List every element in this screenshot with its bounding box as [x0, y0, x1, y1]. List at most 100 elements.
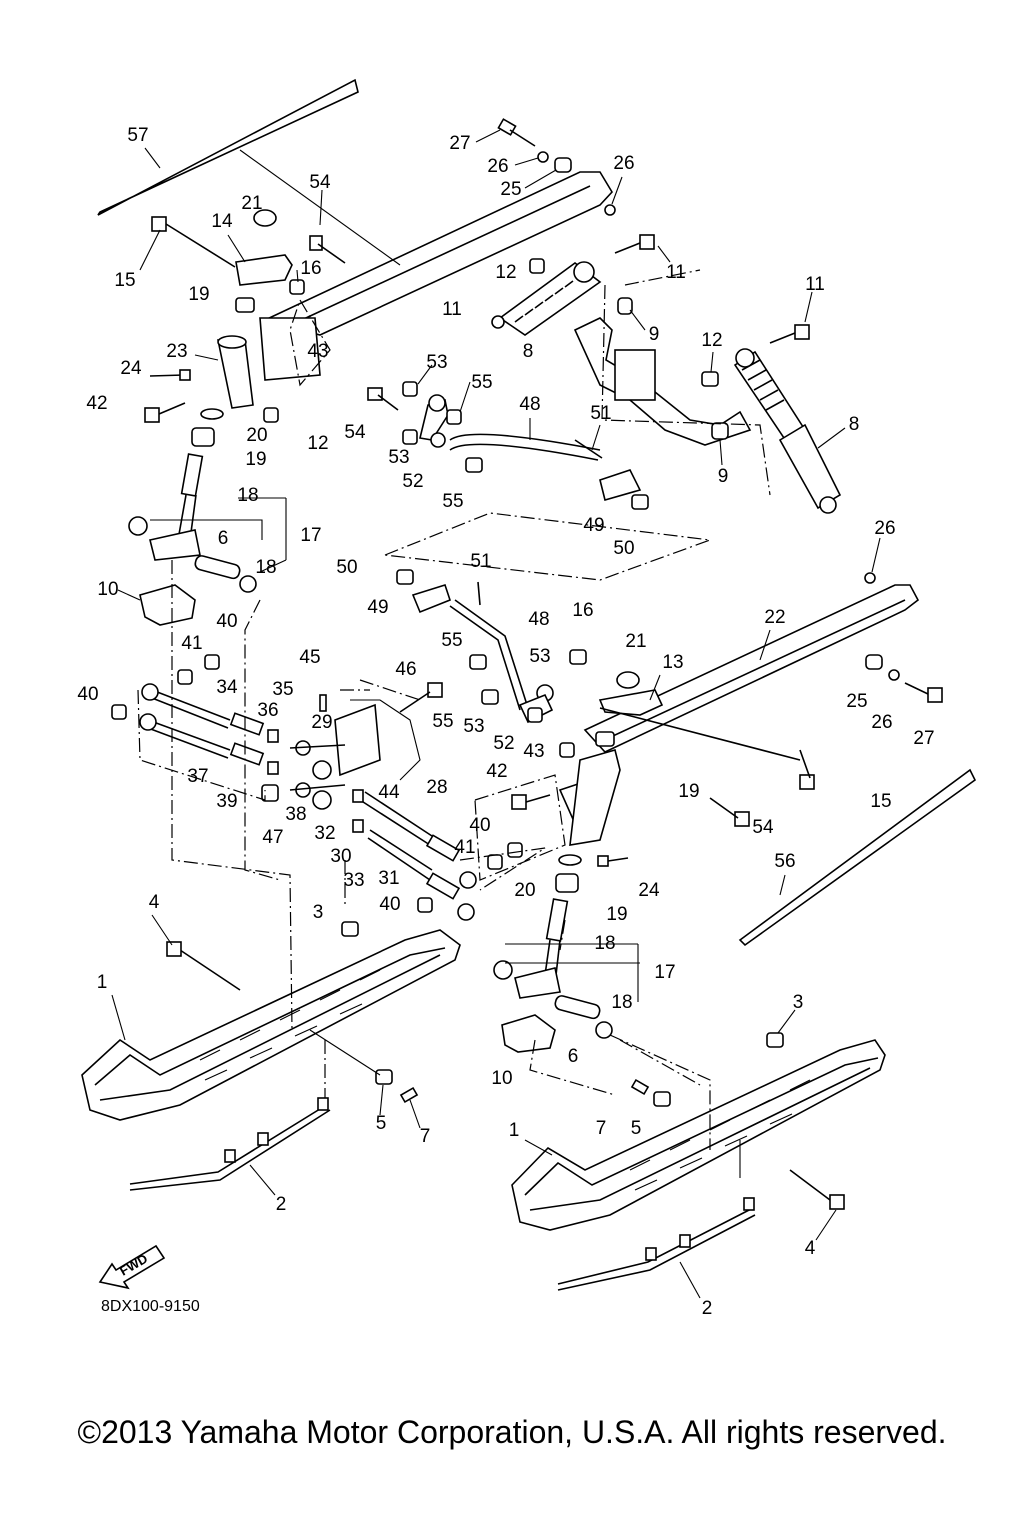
arm-22	[583, 537, 943, 753]
part-number-label: 40	[469, 815, 491, 836]
part-number-label: 20	[514, 880, 536, 901]
linkage-box	[289, 298, 711, 581]
part-number-label: 11	[442, 299, 462, 320]
part-number-label: 37	[187, 766, 209, 787]
part-number-label: 54	[309, 172, 331, 193]
part-number-label: 18	[255, 557, 277, 578]
center-plate-44	[289, 679, 443, 810]
part-number-label: 2	[701, 1298, 713, 1319]
part-number-label: 40	[77, 684, 99, 705]
bracket-14-group	[139, 209, 346, 295]
spindle-17-right	[493, 873, 640, 1053]
part-number-label: 15	[870, 791, 892, 812]
part-number-label: 20	[246, 425, 268, 446]
part-number-label: 13	[662, 652, 684, 673]
part-number-label: 53	[388, 447, 410, 468]
part-number-label: 31	[378, 868, 400, 889]
part-number-label: 4	[804, 1238, 816, 1259]
part-number-label: 19	[188, 284, 210, 305]
part-number-label: 35	[272, 679, 294, 700]
part-number-label: 50	[336, 557, 358, 578]
part-number-label: 55	[442, 491, 464, 512]
part-number-label: 6	[567, 1046, 579, 1067]
part-number-label: 51	[470, 551, 492, 572]
part-number-label: 14	[211, 211, 233, 232]
part-number-label: 43	[307, 341, 329, 362]
part-number-label: 27	[913, 728, 935, 749]
part-number-label: 49	[583, 515, 605, 536]
part-number-label: 11	[805, 274, 825, 295]
part-number-label: 12	[307, 433, 329, 454]
part-number-label: 25	[846, 691, 868, 712]
part-number-label: 18	[237, 485, 259, 506]
part-number-label: 45	[299, 647, 321, 668]
part-number-label: 55	[432, 711, 454, 732]
part-number-label: 28	[426, 777, 448, 798]
part-number-label: 15	[114, 270, 136, 291]
stabilizer-48-upper	[367, 364, 649, 510]
ski-right	[511, 1009, 886, 1241]
part-number-label: 21	[241, 193, 263, 214]
shock-8-right	[701, 291, 846, 514]
part-number-label: 9	[648, 324, 660, 345]
part-number-label: 24	[120, 358, 142, 379]
part-number-label: 4	[148, 892, 160, 913]
bracket-13-group	[569, 649, 815, 827]
part-number-label: 1	[96, 972, 108, 993]
part-number-label: 27	[449, 133, 471, 154]
decal-57	[97, 78, 359, 216]
part-number-label: 53	[463, 716, 485, 737]
runner-left	[129, 1097, 331, 1196]
part-number-label: 29	[311, 712, 333, 733]
part-number-label: 6	[217, 528, 229, 549]
part-number-label: 17	[654, 962, 676, 983]
column-lower	[474, 731, 629, 881]
tie-rods	[111, 654, 546, 921]
shock-8-upper	[491, 234, 671, 336]
part-number-label: 17	[300, 525, 322, 546]
part-number-label: 10	[97, 579, 119, 600]
part-number-label: 24	[638, 880, 660, 901]
part-number-label: 49	[367, 597, 389, 618]
part-number-label: 3	[312, 902, 324, 923]
runner-right	[557, 1197, 756, 1299]
part-number-label: 41	[181, 633, 203, 654]
part-number-label: 5	[375, 1113, 387, 1134]
part-number-label: 50	[613, 538, 635, 559]
upper-arm-assembly	[239, 149, 613, 336]
spindle-17-left	[128, 427, 287, 593]
part-number-label: 56	[774, 851, 796, 872]
part-number-label: 43	[523, 741, 545, 762]
part-number-label: 40	[216, 611, 238, 632]
part-number-label: 7	[595, 1118, 607, 1139]
parts-diagram: FWD	[81, 78, 977, 1299]
rear-bracket-9	[573, 269, 771, 496]
decal-56	[738, 768, 977, 947]
part-number-label: 57	[127, 125, 149, 146]
part-number-label: 42	[486, 761, 508, 782]
part-number-label: 55	[441, 630, 463, 651]
part-number-label: 25	[500, 179, 522, 200]
part-number-label: 55	[471, 372, 493, 393]
diagram-code: 8DX100-9150	[101, 1298, 200, 1315]
part-number-label: 46	[395, 659, 417, 680]
part-number-label: 30	[330, 846, 352, 867]
part-number-label: 1	[508, 1120, 520, 1141]
part-number-label: 40	[379, 894, 401, 915]
part-number-label: 26	[874, 518, 896, 539]
part-number-label: 41	[454, 837, 476, 858]
part-number-label: 33	[343, 870, 365, 891]
part-number-label: 3	[792, 992, 804, 1013]
block-10-left	[117, 584, 196, 626]
part-number-label: 52	[402, 471, 424, 492]
part-number-label: 42	[86, 393, 108, 414]
part-number-label: 47	[262, 827, 284, 848]
copyright-notice: ©2013 Yamaha Motor Corporation, U.S.A. A…	[77, 1414, 947, 1450]
part-number-label: 53	[529, 646, 551, 667]
column-23	[144, 297, 321, 423]
part-number-label: 22	[764, 607, 786, 628]
part-number-label: 19	[606, 904, 628, 925]
part-number-label: 19	[678, 781, 700, 802]
part-number-label: 48	[528, 609, 550, 630]
part-number-label: 7	[419, 1126, 431, 1147]
